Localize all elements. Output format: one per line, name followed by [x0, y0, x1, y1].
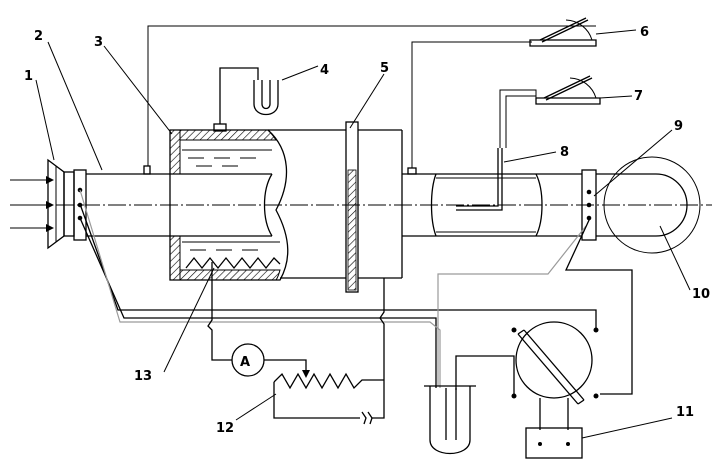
heater-circuit: A — [207, 262, 385, 425]
thermocouple-wiring — [79, 189, 633, 395]
label-7: 7 — [634, 89, 643, 104]
heating-chamber — [169, 123, 346, 281]
selector-switch — [511, 321, 673, 459]
rear-tube — [402, 148, 582, 237]
label-1: 1 — [24, 69, 33, 84]
label-13: 13 — [134, 369, 152, 384]
leader-lines — [35, 41, 691, 373]
label-12: 12 — [216, 421, 234, 436]
rotating-disk — [345, 121, 403, 293]
gauge-6 — [147, 17, 637, 168]
label-6: 6 — [640, 25, 649, 40]
label-9: 9 — [674, 119, 683, 134]
label-3: 3 — [94, 35, 103, 50]
label-4: 4 — [320, 63, 329, 78]
u-tube-manometer — [219, 65, 319, 124]
label-5: 5 — [380, 61, 389, 76]
gauge-7 — [499, 75, 633, 148]
label-8: 8 — [560, 145, 569, 160]
label-11: 11 — [676, 405, 694, 420]
main-tube — [73, 165, 273, 241]
label-10: 10 — [692, 287, 710, 302]
reference-beaker — [424, 355, 515, 454]
label-2: 2 — [34, 29, 43, 44]
ammeter-symbol: A — [240, 355, 250, 370]
